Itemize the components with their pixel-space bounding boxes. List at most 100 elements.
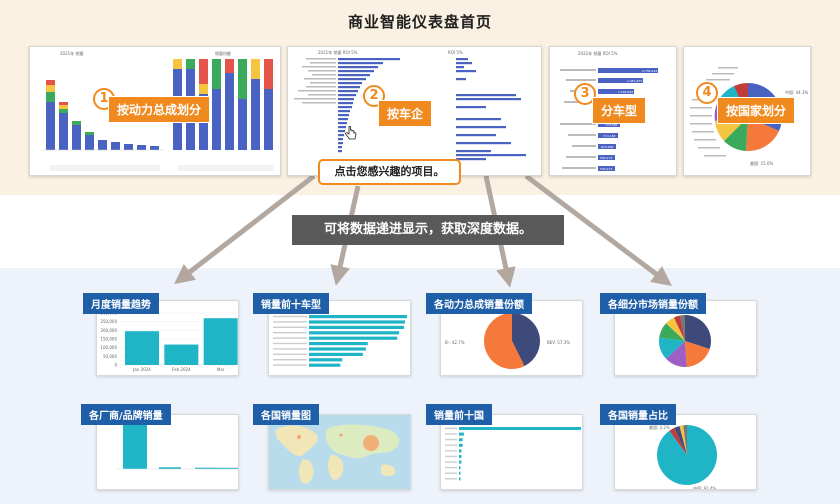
section-2-label[interactable]: 按车企 bbox=[378, 100, 433, 127]
y-tick-label: 0 bbox=[114, 363, 117, 368]
bar-label bbox=[273, 332, 307, 334]
pie-slice bbox=[674, 425, 687, 455]
t3-value-0: 2,736,444 bbox=[642, 69, 657, 73]
arrow-4 bbox=[524, 174, 672, 287]
bar-label bbox=[273, 359, 307, 361]
y-tick-label: 100,000 bbox=[100, 345, 117, 350]
t2-left-bars bbox=[338, 58, 400, 153]
card-top10-models[interactable] bbox=[268, 300, 411, 376]
chart-top10-models bbox=[273, 315, 407, 367]
t1-right-title: 销量份额 bbox=[215, 50, 231, 56]
bar-label bbox=[445, 466, 457, 469]
t4-label-a: 中国: 44.3% bbox=[785, 89, 809, 95]
y-tick-label: 50,000 bbox=[103, 354, 117, 359]
bar-label bbox=[445, 461, 457, 463]
section-1-label[interactable]: 按动力总成划分 bbox=[108, 96, 211, 123]
bar bbox=[459, 449, 462, 453]
section-3-number: 3 bbox=[574, 83, 596, 105]
bar bbox=[459, 477, 461, 481]
pie-slice bbox=[685, 341, 710, 367]
bar bbox=[203, 318, 238, 365]
card-top10-countries[interactable] bbox=[440, 414, 583, 490]
bar bbox=[309, 347, 366, 351]
t3-value-6: 620,489 bbox=[601, 145, 613, 149]
t2-right-bars bbox=[456, 58, 526, 161]
bar bbox=[309, 358, 343, 362]
card-oem-brand-sales[interactable] bbox=[96, 414, 239, 490]
card-label-top10-countries[interactable]: 销量前十国 bbox=[426, 404, 492, 425]
card-label-top10-models[interactable]: 销量前十车型 bbox=[253, 293, 329, 314]
bar bbox=[164, 344, 199, 365]
bar-label bbox=[273, 337, 307, 339]
bar bbox=[217, 467, 238, 469]
pie-slice bbox=[666, 341, 687, 367]
pie-label: 美国: 2.2% bbox=[649, 424, 670, 430]
pie-slice bbox=[669, 427, 687, 455]
bar-label bbox=[445, 444, 457, 446]
section-4-number: 4 bbox=[696, 82, 718, 104]
bar bbox=[309, 336, 398, 340]
bar-label bbox=[273, 348, 307, 350]
bar bbox=[125, 331, 159, 365]
bar bbox=[309, 315, 407, 319]
pie-slice bbox=[659, 323, 685, 341]
bar bbox=[309, 325, 405, 329]
card-country-share[interactable]: 中国: 92.4% 美国: 2.2% bbox=[614, 414, 757, 490]
card-label-monthly-trend[interactable]: 月度销量趋势 bbox=[83, 293, 159, 314]
page-title: 商业智能仪表盘首页 bbox=[347, 13, 492, 31]
card-label-oem-brand-sales[interactable]: 各厂商/品牌销量 bbox=[81, 404, 171, 425]
card-label-segment-share[interactable]: 各细分市场销量份额 bbox=[600, 293, 706, 314]
t3-value-8: 590,474 bbox=[600, 167, 612, 171]
bar bbox=[309, 363, 341, 367]
t2-left-labels bbox=[294, 58, 336, 104]
bar bbox=[159, 467, 181, 469]
bar-label bbox=[273, 321, 307, 323]
pie-slice bbox=[659, 337, 685, 359]
card-label-country-share[interactable]: 各国销量占比 bbox=[600, 404, 676, 425]
bar-label bbox=[445, 455, 457, 458]
t1-left-title: 2021年 销量 bbox=[60, 50, 83, 56]
bar-label bbox=[445, 478, 457, 480]
card-label-country-map[interactable]: 各国销量图 bbox=[253, 404, 319, 425]
card-label-powertrain-share[interactable]: 各动力总成销量份额 bbox=[426, 293, 532, 314]
bar-label bbox=[273, 315, 307, 318]
bar bbox=[459, 466, 461, 470]
pie-label: BEV: 57.3% bbox=[547, 340, 570, 345]
china-highlight bbox=[363, 435, 379, 451]
pie-slice bbox=[512, 313, 540, 367]
y-tick-label: 250,000 bbox=[100, 319, 117, 324]
bar bbox=[309, 320, 406, 324]
bar-label bbox=[273, 342, 307, 345]
bar bbox=[123, 425, 147, 469]
section-3-label[interactable]: 分车型 bbox=[592, 97, 647, 124]
t2-left-title: 2021年 销量 ROI 5% bbox=[318, 49, 358, 55]
chart-powertrain-share: B-: 42.7%BEV: 57.3% bbox=[445, 313, 570, 369]
x-tick-label: Feb 2024 bbox=[172, 367, 191, 372]
pie-label: 中国: 92.4% bbox=[693, 485, 717, 490]
pie-slice bbox=[685, 315, 711, 350]
bar-label bbox=[445, 450, 457, 452]
pie-slice bbox=[484, 313, 525, 369]
world-map bbox=[269, 415, 410, 489]
arrow-1 bbox=[174, 174, 316, 285]
bar-label bbox=[445, 433, 457, 435]
chart-country-share: 中国: 92.4% 美国: 2.2% bbox=[649, 424, 717, 490]
t3-value-7: 589,172 bbox=[600, 156, 612, 160]
y-tick-label: 150,000 bbox=[100, 337, 117, 342]
bar-label bbox=[445, 438, 457, 441]
card-country-map[interactable] bbox=[268, 414, 411, 490]
chart-oem-brand-sales bbox=[117, 425, 238, 470]
section-4-label[interactable]: 按国家划分 bbox=[717, 97, 796, 124]
bar bbox=[459, 432, 464, 436]
bar bbox=[459, 438, 463, 442]
x-tick-label: Jan 2024 bbox=[132, 367, 151, 372]
t3-value-1: 1,951,875 bbox=[627, 79, 642, 83]
callout-click-item: 点击您感兴趣的项目。 bbox=[318, 159, 461, 185]
bar bbox=[309, 342, 368, 346]
bar-label bbox=[273, 364, 307, 366]
bar bbox=[459, 471, 461, 475]
drilldown-banner: 可将数据递进显示，获取深度数据。 bbox=[292, 215, 564, 245]
pie-slice bbox=[666, 317, 685, 341]
t3-value-2: 1,509,826 bbox=[618, 90, 633, 94]
chart-segment-share bbox=[659, 315, 711, 367]
